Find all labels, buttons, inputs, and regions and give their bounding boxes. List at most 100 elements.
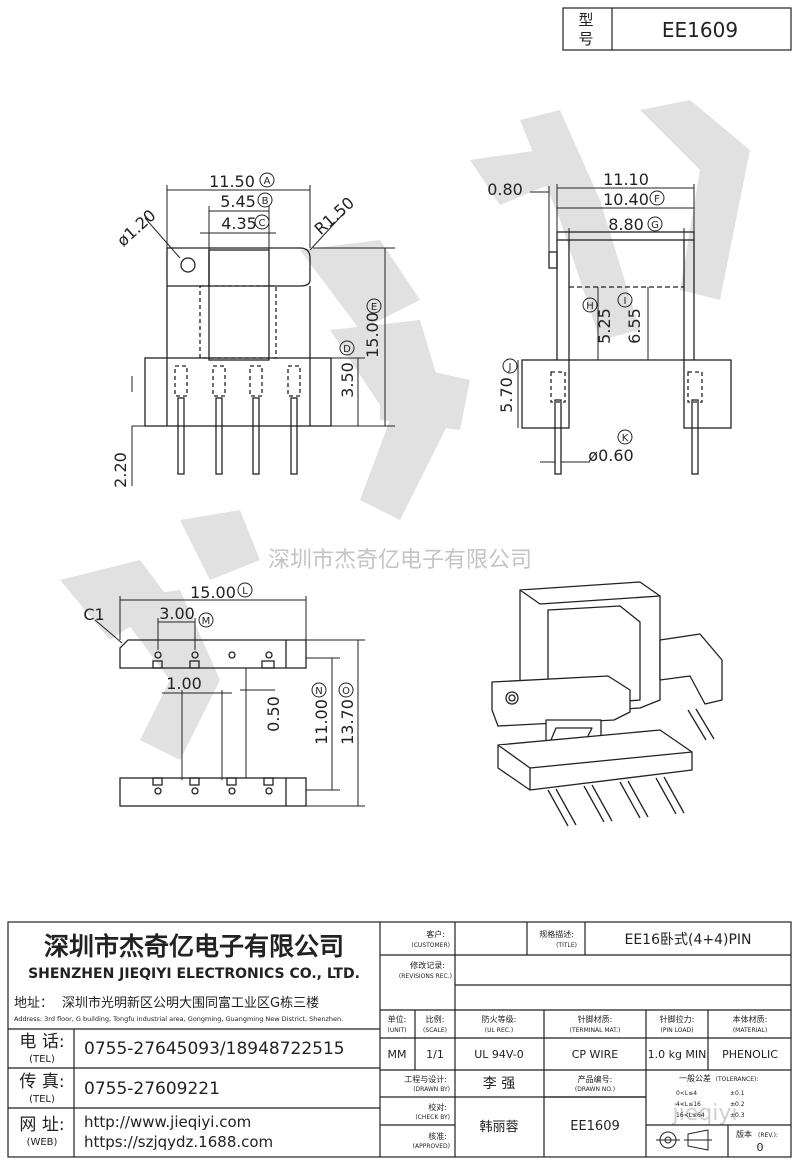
tol2-range: 4<L≤16	[676, 1101, 701, 1108]
fax-number: 0755-27609221	[84, 1079, 220, 1099]
rev-value: 0	[757, 1141, 764, 1154]
approved-label: 核准:	[428, 1131, 447, 1141]
model-number: EE1609	[662, 18, 738, 42]
marker-k-circle	[617, 429, 633, 445]
tel-label: 电 话:	[19, 1032, 64, 1052]
dim-3-50: 3.50	[338, 362, 357, 398]
dim-5-25: 5.25	[595, 308, 614, 344]
marker-a-circle	[259, 172, 275, 188]
type-label-2: 号	[578, 30, 593, 48]
dim-chamfer: C1	[83, 605, 104, 624]
dim-pin-dia: ø0.60	[588, 446, 633, 465]
dim-5-70: 5.70	[497, 377, 516, 413]
scale-label: 比例:	[426, 1014, 445, 1024]
tolerance-label: 一般公差	[679, 1073, 711, 1083]
unit-value: MM	[388, 1048, 407, 1061]
dim-10-40: 10.40	[603, 190, 649, 209]
tol3-value: ±0.3	[730, 1112, 745, 1119]
isometric-view	[491, 581, 723, 827]
address-en: Address: 3rd floor, G building, Tongfu i…	[14, 1015, 343, 1023]
marker-c: C	[259, 218, 266, 229]
address-cn: 深圳市光明新区公明大围同富工业区G栋三楼	[62, 995, 319, 1011]
customer-label-en: (CUSTOMER)	[411, 942, 450, 949]
tol1-value: ±0.1	[730, 1090, 745, 1097]
marker-j-circle	[502, 358, 518, 374]
material-value: PHENOLIC	[722, 1048, 778, 1061]
approved-label-en: (APPROVED)	[413, 1143, 450, 1150]
bottom-view-dims	[94, 596, 365, 807]
check-label: 校对:	[428, 1102, 447, 1112]
marker-f: F	[654, 194, 660, 205]
model-header	[562, 7, 792, 51]
dim-3-00: 3.00	[159, 604, 195, 623]
dim-13-70: 13.70	[338, 699, 357, 745]
front-view	[144, 247, 332, 475]
terminal-label-en: (TERMINAL MAT.)	[570, 1027, 621, 1034]
marker-k: K	[622, 433, 629, 444]
dim-0-80: 0.80	[487, 180, 523, 199]
dim-8-80: 8.80	[608, 215, 644, 234]
marker-i: I	[624, 296, 627, 307]
dim-15-00-bottom: 15.00	[190, 583, 236, 602]
check-value: 韩丽蓉	[479, 1120, 518, 1135]
company-name-cn: 深圳市杰奇亿电子有限公司	[44, 932, 344, 961]
marker-a: A	[264, 176, 271, 187]
rev-label: 版本	[736, 1129, 752, 1139]
marker-f-circle	[649, 190, 665, 206]
scale-value: 1/1	[426, 1048, 444, 1061]
watermark-company: 深圳市杰奇亿电子有限公司	[268, 548, 532, 573]
tol3-range: 16<L≤64	[676, 1112, 705, 1119]
marker-b-circle	[257, 192, 273, 208]
drawn-label-en: (DRAWN BY)	[413, 1086, 450, 1093]
bottom-view	[119, 639, 307, 807]
pinload-value: 1.0 kg MIN	[648, 1048, 707, 1061]
marker-o-circle	[338, 682, 354, 698]
tolerance-label-en: (TOLERANCE):	[716, 1076, 759, 1083]
company-name-en: SHENZHEN JIEQIYI ELECTRONICS CO., LTD.	[28, 966, 360, 982]
web-url-2[interactable]: https://szjqydz.1688.com	[84, 1133, 273, 1151]
marker-o: O	[342, 686, 350, 697]
marker-i-circle	[617, 292, 633, 308]
drawno-label: 产品编号:	[578, 1074, 613, 1084]
marker-l-circle	[237, 582, 253, 598]
scale-label-en: (SCALE)	[423, 1027, 447, 1034]
terminal-value: CP WIRE	[572, 1048, 619, 1061]
marker-n-circle	[311, 682, 327, 698]
marker-g-circle	[647, 216, 663, 232]
marker-l: L	[242, 586, 248, 597]
web-label-en: (WEB)	[27, 1137, 58, 1148]
dim-1-00: 1.00	[166, 674, 202, 693]
marker-d: D	[343, 344, 351, 355]
unit-label-en: (UNIT)	[388, 1027, 407, 1034]
rev-label-en: (REV.):	[758, 1132, 778, 1139]
dim-11-10: 11.10	[603, 170, 649, 189]
spec-value: EE16卧式(4+4)PIN	[624, 932, 751, 948]
marker-e-circle	[366, 298, 382, 314]
dim-0-50: 0.50	[264, 696, 283, 732]
side-view-dims	[517, 184, 695, 463]
dim-11-00: 11.00	[312, 699, 331, 745]
material-label-en: (MATERIAL)	[733, 1027, 767, 1034]
terminal-label: 针脚材质:	[578, 1014, 613, 1024]
check-label-en: (CHECK BY)	[415, 1114, 450, 1121]
fax-label: 传 真:	[19, 1072, 64, 1092]
tel-number: 0755-27645093/18948722515	[84, 1039, 345, 1059]
drawno-label-en: (DRAWN NO.)	[575, 1086, 615, 1093]
material-label: 本体材质:	[733, 1014, 768, 1024]
dim-11-50: 11.50	[209, 172, 255, 191]
dim-5-45: 5.45	[220, 192, 256, 211]
revision-label-en: (REVISIONS REC.)	[399, 973, 452, 980]
web-url-1[interactable]: http://www.jieqiyi.com	[84, 1113, 251, 1131]
watermark-site: jieqiyi	[672, 1101, 738, 1126]
dim-4-35: 4.35	[221, 214, 257, 233]
customer-label: 客户:	[426, 929, 445, 939]
unit-label: 单位:	[388, 1014, 407, 1024]
dim-hole: ø1.20	[113, 206, 159, 251]
revision-label: 修改记录:	[410, 960, 445, 970]
marker-e: E	[371, 302, 377, 313]
marker-b: B	[262, 196, 269, 207]
tel-label-en: (TEL)	[29, 1054, 55, 1065]
pinload-label-en: (PIN LOAD)	[661, 1027, 694, 1034]
marker-n: N	[315, 686, 322, 697]
dim-2-20: 2.20	[111, 452, 130, 488]
